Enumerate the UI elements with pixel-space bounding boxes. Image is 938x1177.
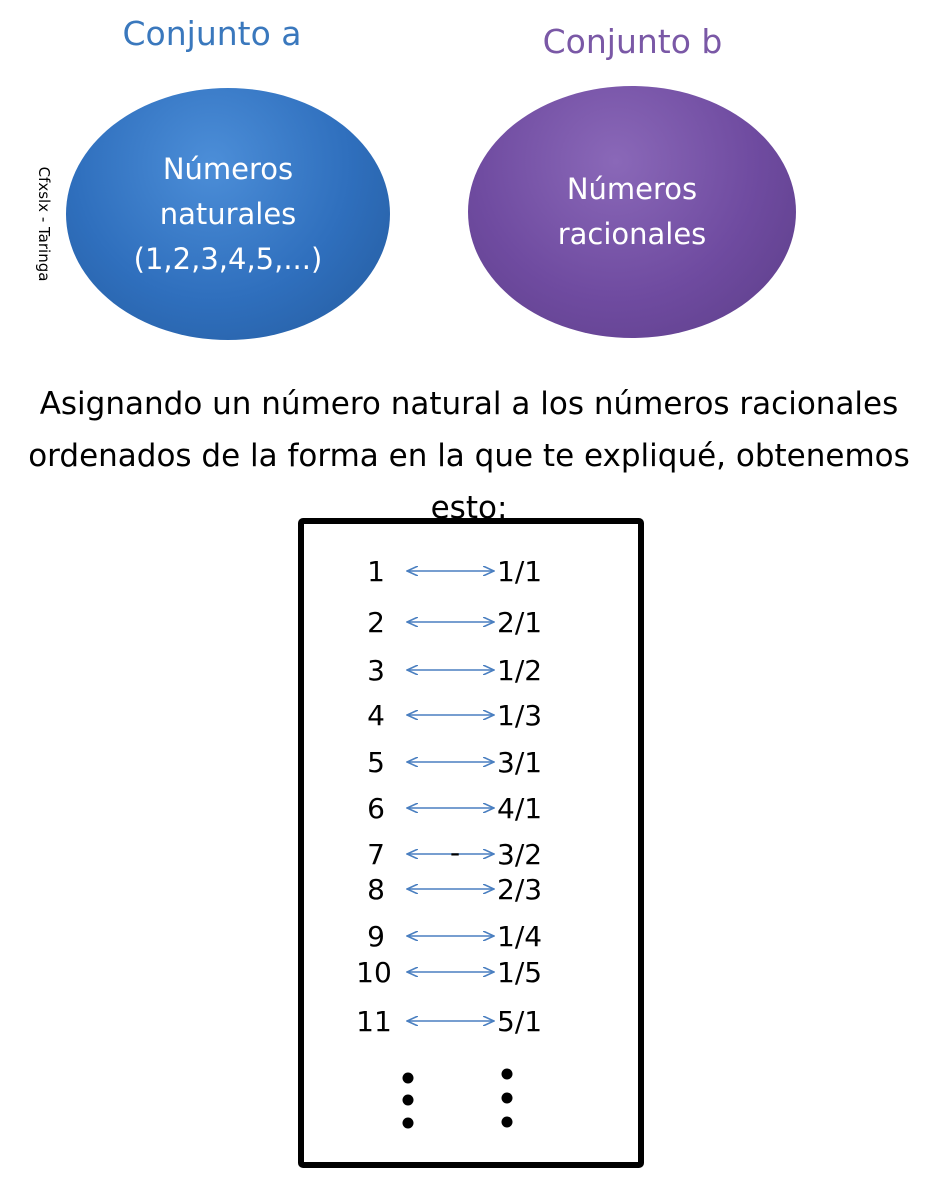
set-b-label-line2: racionales (557, 217, 707, 251)
mapping-row: 5 3/1 (367, 746, 542, 779)
rational-number: 1/2 (497, 654, 542, 687)
set-a-label-line1: Números (162, 151, 294, 186)
rational-number: 1/5 (497, 956, 542, 989)
natural-number: 5 (367, 746, 385, 779)
set-a-label-line3: (1,2,3,4,5,...) (133, 241, 323, 276)
mapping-row: 6 4/1 (367, 792, 542, 825)
natural-number: 4 (367, 699, 385, 732)
rational-number: 5/1 (497, 1005, 542, 1038)
set-b-title: Conjunto b (542, 22, 723, 61)
mapping-row: 4 1/3 (367, 699, 542, 732)
ellipsis-dot (402, 1072, 414, 1084)
mapping-row: 11 5/1 (356, 1005, 542, 1038)
mapping-row: 9 1/4 (367, 920, 542, 953)
ellipsis-dot (501, 1068, 513, 1080)
set-b-label-line1: Números (566, 172, 698, 206)
natural-number: 10 (356, 956, 392, 989)
natural-number: 1 (367, 555, 385, 588)
natural-number: 6 (367, 792, 385, 825)
rational-number: 1/4 (497, 920, 542, 953)
mapping-row: 2 2/1 (367, 606, 542, 639)
mapping-box (298, 518, 644, 1168)
mapping-row: 1 1/1 (367, 555, 542, 588)
continuation-dots (402, 1068, 513, 1129)
caption: Asignando un número natural a los número… (14, 378, 924, 534)
rational-number: 3/2 (497, 838, 542, 871)
natural-number: 7 (367, 838, 385, 871)
rational-number: 2/1 (497, 606, 542, 639)
ellipsis-dot (501, 1116, 513, 1128)
mapping-row: 7 - 3/2 (367, 836, 542, 871)
natural-number: 9 (367, 920, 385, 953)
rational-number: 1/1 (497, 555, 542, 588)
ellipsis-dot (402, 1117, 414, 1129)
set-a-label-line2: naturales (159, 196, 297, 231)
rational-number: 4/1 (497, 792, 542, 825)
set-a-ellipse: Números naturales (1,2,3,4,5,...) (66, 88, 390, 340)
caption-line2: ordenados de la forma en la que te expli… (28, 438, 910, 474)
mapping-row: 10 1/5 (356, 956, 542, 989)
set-b-ellipse: Números racionales (468, 86, 796, 338)
rational-number: 1/3 (497, 699, 542, 732)
rational-number: 2/3 (497, 873, 542, 906)
stray-mark: - (450, 836, 460, 869)
set-a-title: Conjunto a (122, 14, 302, 53)
mapping-row: 3 1/2 (367, 654, 542, 687)
natural-number: 2 (367, 606, 385, 639)
ellipsis-dot (402, 1094, 414, 1106)
rational-number: 3/1 (497, 746, 542, 779)
natural-number: 3 (367, 654, 385, 687)
ellipsis-dot (501, 1092, 513, 1104)
mapping-row: 8 2/3 (367, 873, 542, 906)
natural-number: 8 (367, 873, 385, 906)
caption-line1: Asignando un número natural a los número… (39, 386, 899, 422)
natural-number: 11 (356, 1005, 392, 1038)
